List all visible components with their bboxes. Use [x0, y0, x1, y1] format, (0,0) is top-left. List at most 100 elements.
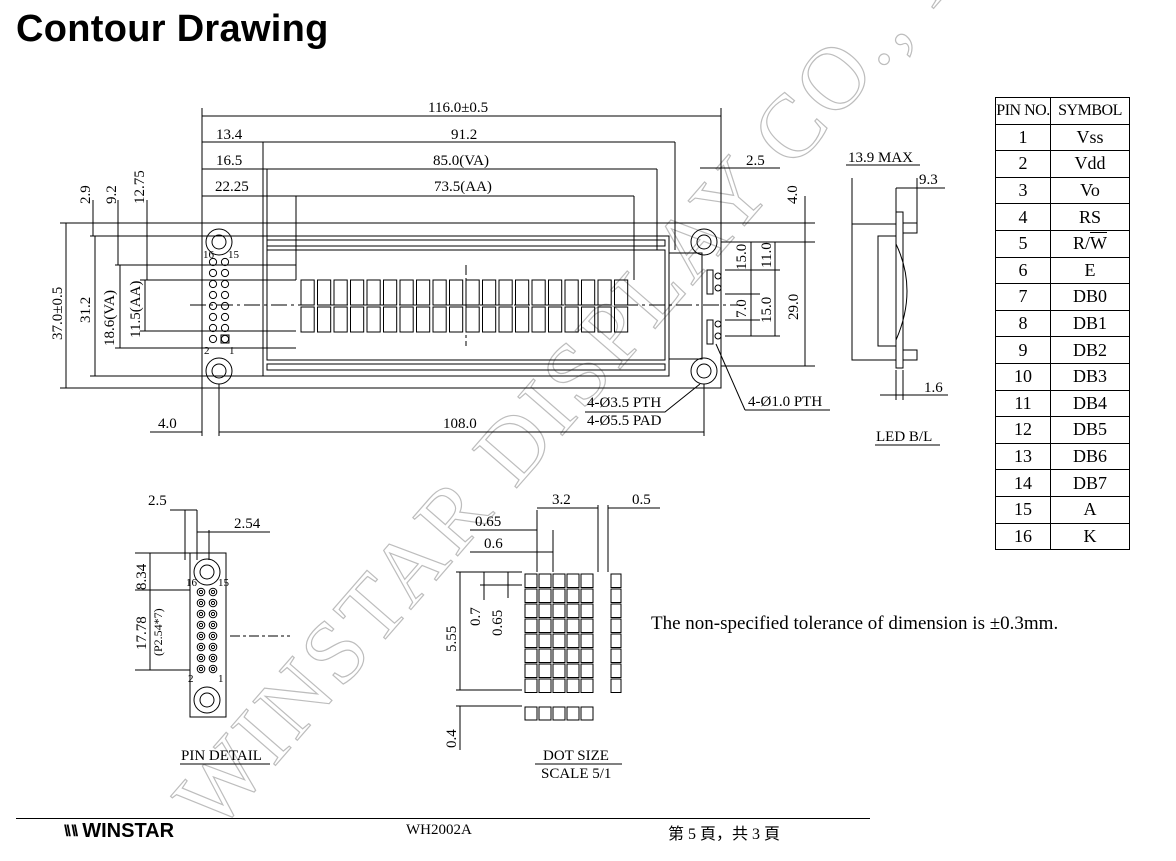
pin-symbol: R/W — [1050, 229, 1130, 258]
pin-16-label: 16 — [203, 249, 215, 261]
dot-next-column — [610, 573, 622, 588]
dot-next-column — [610, 588, 622, 603]
dot-next-column — [610, 663, 622, 678]
dot — [524, 603, 538, 618]
pin-number: 14 — [995, 469, 1051, 497]
pin-detail-pin-hole — [198, 655, 204, 661]
dim-31-2: 31.2 — [78, 297, 94, 323]
pin-detail-pin-hole — [198, 666, 204, 672]
dot — [580, 603, 594, 618]
character-cells — [300, 279, 629, 333]
led-bl-label: LED B/L — [876, 429, 932, 445]
pin-detail-pin-hole — [210, 633, 216, 639]
char-cell-row2 — [383, 306, 398, 333]
dot — [524, 588, 538, 603]
pd-dim-2-54: 2.54 — [234, 516, 261, 532]
pin-number: 2 — [995, 150, 1051, 178]
pad-5-5: 4-Ø5.5 PAD — [587, 413, 662, 429]
dim-22-25: 22.25 — [215, 179, 249, 195]
mount-hole-tl — [205, 228, 233, 256]
pin-symbol: DB6 — [1050, 442, 1130, 471]
brand-name: WINSTAR — [82, 820, 175, 842]
char-cell-row2 — [614, 306, 629, 333]
connector-pin — [220, 279, 230, 289]
pin-number: 6 — [995, 256, 1051, 285]
dim-15-0-a: 15.0 — [734, 244, 750, 270]
pin-detail-pin — [208, 587, 218, 597]
dim-9-3: 9.3 — [919, 172, 938, 188]
footer-divider — [16, 818, 870, 819]
dim-18-6-va: 18.6(VA) — [102, 290, 118, 346]
char-cell-row1 — [531, 279, 546, 306]
connector-pin — [208, 268, 218, 278]
dim-29-0: 29.0 — [786, 294, 802, 320]
mount-hole-bl — [205, 357, 233, 385]
pin-number: 12 — [995, 416, 1051, 444]
connector-pin — [208, 301, 218, 311]
dot — [538, 633, 552, 648]
pth-1-0: 4-Ø1.0 PTH — [748, 394, 822, 410]
ds-dim-0-7: 0.7 — [468, 607, 484, 626]
pin-symbol: A — [1050, 495, 1130, 524]
pin-detail-pin-hole — [210, 622, 216, 628]
dot — [580, 618, 594, 633]
winstar-logo: \\ \\ WINSTAR — [64, 820, 174, 843]
pin-symbol: DB3 — [1050, 362, 1130, 391]
dot — [552, 588, 566, 603]
char-cell-row2 — [564, 306, 579, 333]
connector-pin — [208, 257, 218, 267]
pd-pin-16: 16 — [186, 577, 198, 589]
pin-number: 7 — [995, 283, 1051, 311]
led-backlight-hatch — [668, 252, 703, 360]
pd-dim-8-34: 8.34 — [134, 563, 150, 590]
pin-detail-pin — [208, 642, 218, 652]
pin-number: 15 — [995, 495, 1051, 524]
pin-detail-pin-hole — [210, 666, 216, 672]
char-cell-row2 — [317, 306, 332, 333]
char-cell-row1 — [416, 279, 431, 306]
winstar-logo-mark: \\ \\ — [64, 822, 78, 840]
pin-detail-pin-hole — [198, 622, 204, 628]
dim-91-2: 91.2 — [451, 127, 477, 143]
pin-detail-pin — [208, 620, 218, 630]
connector-pin — [208, 334, 218, 344]
char-cell-row1 — [449, 279, 464, 306]
dot-next-column — [610, 648, 622, 663]
char-cell-row2 — [399, 306, 414, 333]
dim-2-9: 2.9 — [78, 185, 94, 204]
char-cell-row2 — [449, 306, 464, 333]
tolerance-note: The non-specified tolerance of dimension… — [651, 613, 1059, 634]
char-cell-row1 — [350, 279, 365, 306]
pin-detail-pin — [196, 653, 206, 663]
model-number: WH2002A — [406, 822, 472, 838]
connector-pin — [208, 312, 218, 322]
dot — [580, 588, 594, 603]
char-cell-row2 — [416, 306, 431, 333]
pin-symbol: Vss — [1050, 123, 1130, 152]
pin-detail-outline — [189, 552, 227, 718]
pin-number: 8 — [995, 309, 1051, 338]
char-cell-row1 — [399, 279, 414, 306]
pin-number: 4 — [995, 203, 1051, 231]
pin-15-label: 15 — [228, 249, 240, 261]
connector-pin — [208, 323, 218, 333]
ds-dim-5-55: 5.55 — [444, 626, 460, 652]
dot — [580, 663, 594, 678]
pin-detail-pin — [208, 598, 218, 608]
char-cell-row1 — [482, 279, 497, 306]
pin-detail-pin-hole — [210, 600, 216, 606]
char-cell-row1 — [333, 279, 348, 306]
connector-pin — [208, 279, 218, 289]
dim-16-5: 16.5 — [216, 153, 242, 169]
dot-grid — [524, 573, 622, 721]
pin-detail-pin — [196, 587, 206, 597]
dot — [566, 663, 580, 678]
